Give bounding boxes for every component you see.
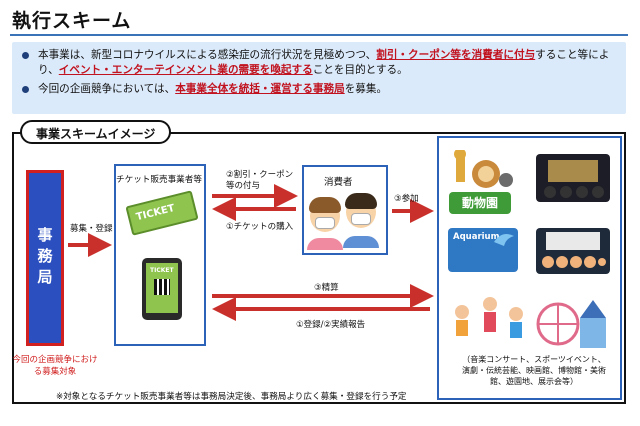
bullet-icon — [22, 86, 29, 93]
label-participate: ③参加 — [394, 194, 419, 204]
consumer-box — [302, 165, 388, 255]
emphasis-secretariat: 本事業全体を統括・運営する事務局 — [175, 83, 345, 95]
summary-box: 本事業は、新型コロナウイルスによる感染症の流行状況を見極めつつ、割引・クーポン等… — [12, 42, 626, 114]
qr-code-icon — [154, 279, 170, 295]
label-coupon: ②割引・クーポン等の付与 — [226, 170, 294, 191]
amusement-park-icon — [536, 300, 606, 348]
consumer-label: 消費者 — [324, 177, 353, 188]
bullet-icon — [22, 52, 29, 59]
venues-box — [437, 136, 622, 400]
scheme-panel — [12, 132, 626, 404]
ticket-seller-box — [114, 164, 206, 346]
label-recruit: 募集・登録 — [70, 224, 113, 234]
aquarium-icon: Aquarium — [448, 228, 518, 272]
cinema-icon — [536, 228, 610, 274]
emphasis-coupon: 割引・クーポン等を消費者に付与 — [376, 49, 536, 61]
zoo-sign: 動物園 — [449, 192, 511, 214]
woman-with-mask-icon — [309, 197, 341, 232]
secretariat-label: 事務局 — [35, 226, 54, 290]
secretariat-note: 今回の企画競争における募集対象 — [12, 355, 98, 377]
smartphone-ticket-icon: TICKET — [142, 258, 182, 320]
footnote: ※対象となるチケット販売事業者等は事務局決定後、事務局より広く募集・登録を行う予… — [56, 392, 407, 402]
secretariat-box: 事務局 — [26, 170, 64, 346]
page-title: 執行スキーム — [12, 10, 132, 32]
sports-runners-icon — [455, 297, 523, 338]
label-settlement: ③精算 — [314, 283, 339, 293]
summary-line-2: 今回の企画競争においては、本事業全体を統括・運営する事務局を募集。 — [22, 82, 618, 97]
theater-icon — [536, 154, 610, 202]
summary-line-1: 本事業は、新型コロナウイルスによる感染症の流行状況を見極めつつ、割引・クーポン等… — [22, 48, 618, 78]
title-divider — [10, 34, 628, 36]
venue-examples-note: （音楽コンサート、スポーツイベント、演劇・伝統芸能、映画館、博物館・美術館、遊園… — [462, 355, 606, 386]
label-register-report: ①登録/②実績報告 — [296, 320, 366, 330]
ticket-seller-label: チケット販売事業者等 — [116, 175, 202, 185]
man-with-mask-icon — [345, 193, 377, 228]
scheme-tab-title: 事業スキームイメージ — [20, 120, 172, 144]
emphasis-demand: イベント・エンターテインメント業の需要を喚起する — [58, 64, 313, 76]
dolphin-icon — [494, 234, 514, 246]
zoo-animals-icon — [454, 150, 513, 188]
label-purchase: ①チケットの購入 — [226, 222, 294, 232]
